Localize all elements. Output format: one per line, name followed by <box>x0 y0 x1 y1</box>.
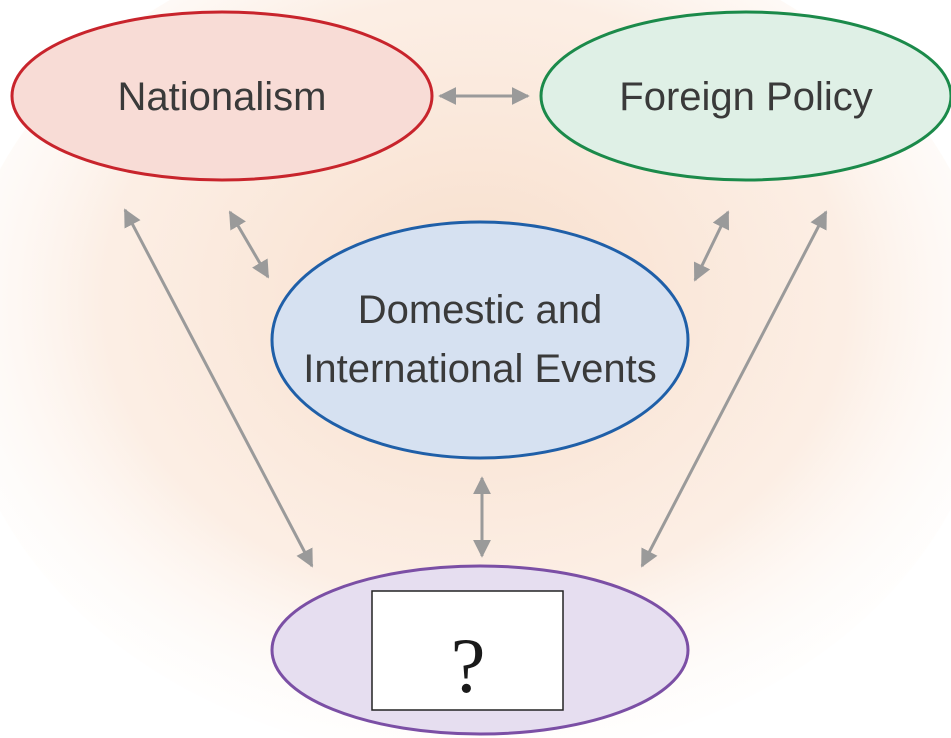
node-nationalism-label: Nationalism <box>118 75 327 119</box>
question-mark: ? <box>451 622 486 709</box>
node-events-label-line2: International Events <box>303 347 657 391</box>
node-foreign-policy: Foreign Policy <box>539 10 951 182</box>
node-foreign-policy-shape <box>539 10 951 182</box>
node-events-label-line1: Domestic and <box>358 288 603 332</box>
node-unknown: ? <box>270 564 690 736</box>
question-box <box>371 590 564 711</box>
node-events-shape <box>270 220 690 460</box>
arrow-nationalism-unknown <box>123 208 314 568</box>
node-nationalism-shape <box>10 10 434 182</box>
node-events: Domestic and International Events <box>270 220 690 460</box>
node-foreign-policy-label: Foreign Policy <box>619 75 872 119</box>
arrow-foreign-policy-unknown <box>640 210 828 568</box>
node-nationalism: Nationalism <box>10 10 434 182</box>
